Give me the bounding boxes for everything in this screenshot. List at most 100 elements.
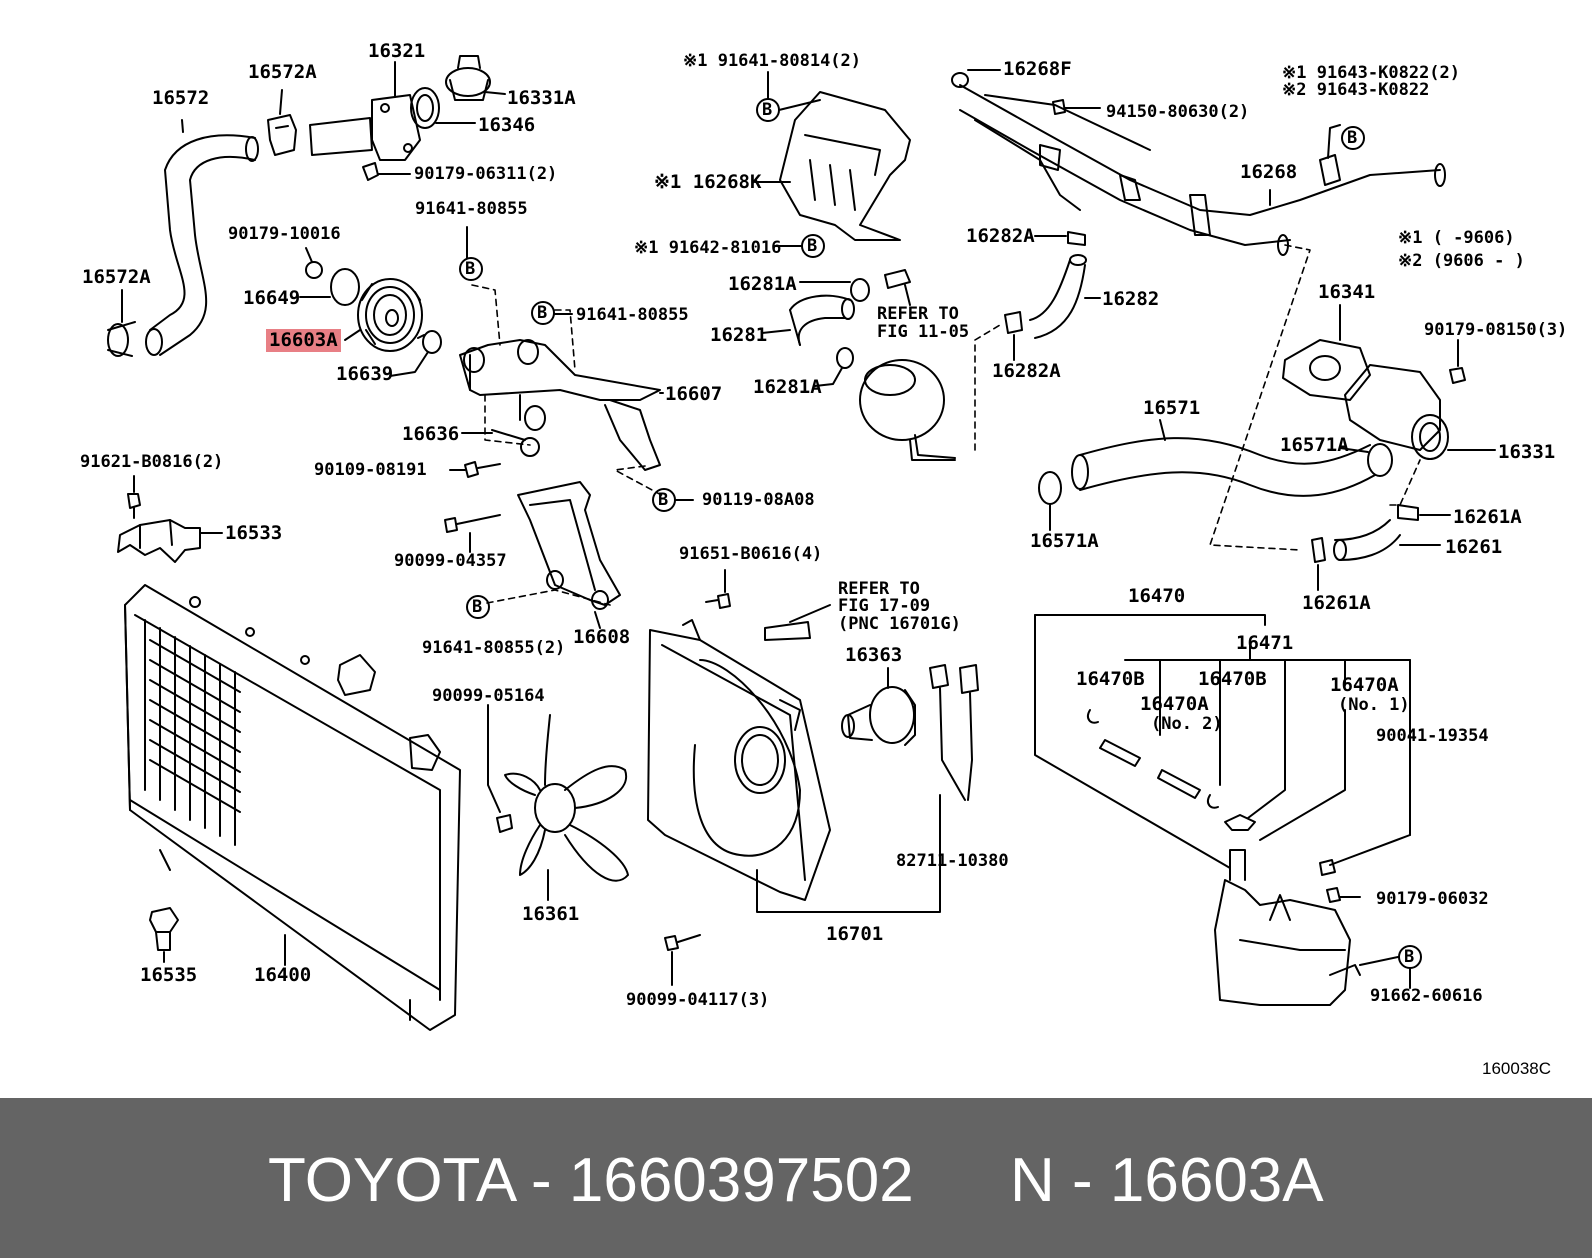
tube-16470A-no2-b — [1157, 769, 1201, 799]
label-16400: 16400 — [254, 964, 312, 986]
clamp-16572A-top — [267, 89, 297, 156]
fig-ref-note-17-09 — [764, 604, 831, 641]
wire-harness-82711-10380 — [929, 664, 979, 851]
label-16282A-top: 16282A — [966, 225, 1035, 247]
footer-pnc: N - 16603A — [1010, 1146, 1324, 1215]
label-91641-80855-b: 91641-80855 — [576, 305, 689, 325]
fan-shroud-16701 — [647, 619, 941, 913]
label-91641-80814: ※1 91641-80814(2) — [683, 51, 862, 71]
b-letter-8: B — [1404, 947, 1415, 967]
hose-16282 — [1029, 254, 1101, 339]
label-refer-17-09-line3: (PNC 16701G) — [838, 614, 961, 634]
hose-16261 — [1333, 519, 1441, 561]
label-16321: 16321 — [368, 40, 426, 62]
fan-motor-16363 — [841, 667, 916, 746]
heat-shield-16268K — [754, 91, 911, 241]
label-16572A-left: 16572A — [82, 266, 151, 288]
cap-90041-19354 — [1224, 814, 1256, 831]
dashed-ref-lines-right — [974, 244, 1421, 551]
b-callout-1 — [459, 257, 483, 281]
b-letter-1: B — [465, 259, 476, 279]
label-91643-K0822-1: ※1 91643-K0822(2) — [1282, 63, 1461, 83]
b-callout-5 — [756, 71, 821, 122]
label-90179-06311: 90179-06311(2) — [414, 164, 558, 184]
clamp-16571A-bot — [1038, 471, 1062, 531]
label-90179-10016: 90179-10016 — [228, 224, 341, 244]
label-94150-80630: 94150-80630(2) — [1106, 102, 1250, 122]
b-callout-2 — [531, 301, 573, 325]
b-callout-6 — [774, 234, 825, 258]
label-16268: 16268 — [1240, 161, 1298, 183]
footer-bar: TOYOTA - 1660397502 N - 16603A — [0, 1098, 1592, 1258]
clamp-16261A-bot — [1311, 537, 1326, 591]
label-82711-10380: 82711-10380 — [896, 851, 1009, 871]
label-16649: 16649 — [243, 287, 301, 309]
water-inlet-16331 — [1344, 364, 1496, 460]
b-callout-7 — [1327, 124, 1365, 159]
label-91643-K0822-2: ※2 91643-K0822 — [1282, 80, 1430, 100]
fan-16361 — [504, 714, 629, 901]
clamp-16571A-mid — [1339, 443, 1393, 477]
gasket-16341 — [1282, 304, 1371, 401]
b-callout-8 — [1359, 945, 1422, 989]
bolt-90099-05164 — [487, 704, 513, 833]
label-90041-19354: 90041-19354 — [1376, 726, 1489, 746]
plate-16649 — [299, 268, 360, 306]
label-no1: (No. 1) — [1338, 695, 1410, 715]
clamp-16282A-top — [1034, 231, 1086, 246]
label-16639: 16639 — [336, 363, 394, 385]
bracket-16608 — [517, 481, 621, 629]
label-16261: 16261 — [1445, 536, 1503, 558]
label-16261A-right: 16261A — [1453, 506, 1522, 528]
bolt-90099-04357 — [444, 514, 501, 553]
upper-hose-16572 — [145, 119, 259, 356]
label-16268F: 16268F — [1003, 58, 1072, 80]
label-16361: 16361 — [522, 903, 580, 925]
label-16470B-right: 16470B — [1198, 668, 1267, 690]
label-16636: 16636 — [402, 423, 460, 445]
label-16572A-top: 16572A — [248, 61, 317, 83]
hose-16281 — [761, 294, 855, 346]
label-16281A-top: 16281A — [728, 273, 797, 295]
label-16608: 16608 — [573, 626, 631, 648]
label-16268K: ※1 16268K — [654, 171, 762, 193]
label-note-2: ※2 (9606 - ) — [1398, 251, 1525, 271]
label-16281A-bot: 16281A — [753, 376, 822, 398]
diagram-code: 160038C — [1482, 1059, 1552, 1078]
label-16535: 16535 — [140, 964, 198, 986]
clamp-16281A-bot — [814, 347, 854, 387]
bolt-90109-08191 — [449, 461, 501, 478]
drain-plug-16535 — [149, 907, 179, 963]
label-16281: 16281 — [710, 324, 768, 346]
label-16331A: 16331A — [507, 87, 576, 109]
label-16571: 16571 — [1143, 397, 1201, 419]
tube-16470A-no2-a — [1099, 739, 1141, 767]
label-16603A-highlighted[interactable]: 16603A — [266, 329, 341, 352]
bolt-90099-04117 — [664, 934, 701, 986]
bracket-16607 — [459, 339, 664, 471]
clamp-16282A-bot — [1004, 311, 1023, 361]
footer-brand-part-number: TOYOTA - 1660397502 — [268, 1146, 914, 1215]
label-16571A-bot: 16571A — [1030, 530, 1099, 552]
label-16341: 16341 — [1318, 281, 1376, 303]
label-91641-80855-a: 91641-80855 — [415, 199, 528, 219]
b-letter-6: B — [807, 236, 818, 256]
water-valve-canister — [859, 359, 956, 461]
clamp-16261A-right — [1397, 504, 1451, 521]
gasket-16346 — [410, 87, 476, 129]
b-letter-3: B — [658, 490, 669, 510]
b-callout-3 — [652, 488, 694, 512]
b-callout-4 — [466, 595, 490, 619]
reservoir-tank-16470 — [1214, 849, 1361, 1006]
lower-hose-16571 — [1071, 419, 1376, 497]
tube-16470B-right — [1207, 794, 1219, 809]
bracket-16533 — [117, 519, 223, 563]
hose-stub — [884, 269, 911, 306]
label-91621-B0816: 91621-B0816(2) — [80, 452, 224, 472]
label-90099-04117: 90099-04117(3) — [626, 990, 770, 1010]
b-letter-7: B — [1347, 128, 1358, 148]
bolt-94150-80630 — [1052, 99, 1101, 115]
label-16363: 16363 — [845, 644, 903, 666]
label-90119-08A08: 90119-08A08 — [702, 490, 815, 510]
label-16470B-left: 16470B — [1076, 668, 1145, 690]
